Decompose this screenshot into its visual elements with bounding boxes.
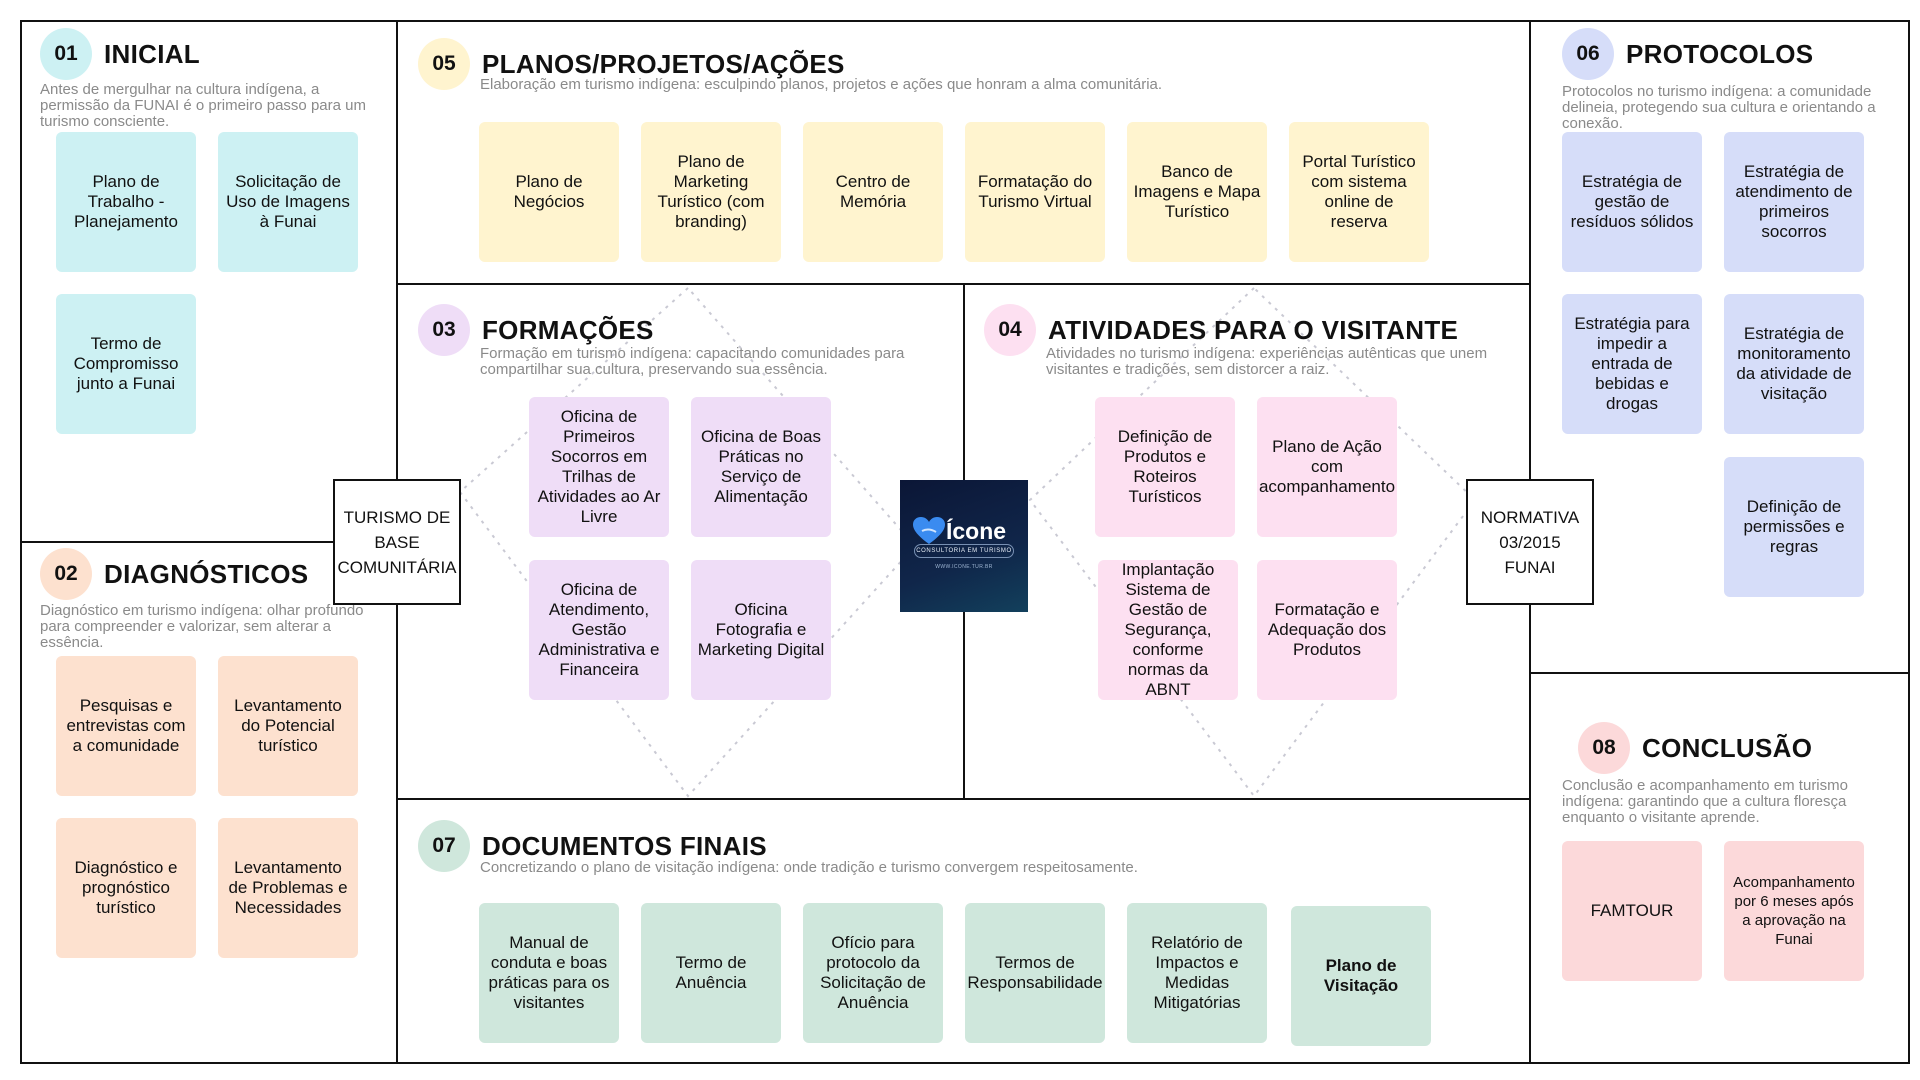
section-planos-header: 05 PLANOS/PROJETOS/AÇÕES [418,38,845,90]
section-conclusao-header: 08 CONCLUSÃO [1578,722,1812,774]
section-atividades-desc: Atividades no turismo indígena: experiên… [1046,345,1488,378]
diamond-left [458,287,917,798]
card-formacoes-2: Oficina de Boas Práticas no Serviço de A… [691,397,831,537]
section-inicial-header: 01 INICIAL [40,28,200,80]
card-documentos-2: Termo de Anuência [641,903,781,1043]
card-formacoes-4: Oficina Fotografia e Marketing Digital [691,560,831,700]
card-protocolos-1: Estratégia de gestão de resíduos sólidos [1562,132,1702,272]
section-title: PROTOCOLOS [1626,38,1814,69]
section-number: 08 [1578,722,1630,774]
section-documentos-desc: Concretizando o plano de visitação indíg… [480,859,1138,876]
card-protocolos-2: Estratégia de atendimento de primeiros s… [1724,132,1864,272]
card-protocolos-3: Estratégia para impedir a entrada de beb… [1562,294,1702,434]
section-number: 03 [418,304,470,356]
section-title: DOCUMENTOS FINAIS [482,830,767,861]
card-inicial-1: Plano de Trabalho - Planejamento [56,132,196,272]
section-atividades-header: 04 ATIVIDADES PARA O VISITANTE [984,304,1458,356]
card-documentos-5: Relatório de Impactos e Medidas Mitigató… [1127,903,1267,1043]
section-protocolos-header: 06 PROTOCOLOS [1562,28,1813,80]
logo-subtitle-pill [914,544,1014,558]
card-conclusao-1: FAMTOUR [1562,841,1702,981]
card-protocolos-5: Definição de permissões e regras [1724,457,1864,597]
card-documentos-1: Manual de conduta e boas práticas para o… [479,903,619,1043]
card-planos-2: Plano de Marketing Turístico (com brandi… [641,122,781,262]
section-title: DIAGNÓSTICOS [104,558,309,589]
divider-top-center [396,283,1531,285]
card-atividades-1: Definição de Produtos e Roteiros Turísti… [1095,397,1235,537]
card-inicial-3: Termo de Compromisso junto a Funai [56,294,196,434]
section-inicial-desc: Antes de mergulhar na cultura indígena, … [40,81,366,130]
card-diagnosticos-4: Levantamento de Problemas e Necessidades [218,818,358,958]
card-atividades-3: Implantação Sistema de Gestão de Seguran… [1098,560,1238,700]
section-diagnosticos-header: 02 DIAGNÓSTICOS [40,548,308,600]
section-number: 02 [40,548,92,600]
card-protocolos-4: Estratégia de monitoramento da atividade… [1724,294,1864,434]
card-planos-1: Plano de Negócios [479,122,619,262]
section-formacoes-header: 03 FORMAÇÕES [418,304,654,356]
logo-name: Ícone [946,518,1007,544]
label-normativa-funai: NORMATIVA 03/2015 FUNAI [1466,479,1594,605]
divider-right-horizontal [1529,672,1910,674]
card-inicial-2: Solicitação de Uso de Imagens à Funai [218,132,358,272]
section-title: ATIVIDADES PARA O VISITANTE [1048,314,1459,345]
section-formacoes-desc: Formação em turismo indígena: capacitand… [480,345,905,378]
section-conclusao-desc: Conclusão e acompanhamento em turismo in… [1562,777,1848,826]
card-diagnosticos-1: Pesquisas e entrevistas com a comunidade [56,656,196,796]
section-title: PLANOS/PROJETOS/AÇÕES [482,48,845,79]
section-documentos-header: 07 DOCUMENTOS FINAIS [418,820,767,872]
card-documentos-4: Termos de Responsabilidade [965,903,1105,1043]
card-planos-4: Formatação do Turismo Virtual [965,122,1105,262]
divider-left-horizontal [20,541,398,543]
section-title: FORMAÇÕES [482,314,654,345]
card-documentos-6: Plano de Visitação [1291,906,1431,1046]
heart-icon [913,517,945,544]
card-formacoes-1: Oficina de Primeiros Socorros em Trilhas… [529,397,669,537]
logo-icone: Ícone CONSULTORIA EM TURISMO WWW.ICONE.T… [900,480,1028,612]
section-number: 07 [418,820,470,872]
divider-bottom-center [396,798,1531,800]
card-planos-6: Portal Turístico com sistema online de r… [1289,122,1429,262]
section-title: CONCLUSÃO [1642,732,1813,763]
logo-url: WWW.ICONE.TUR.BR [935,564,993,570]
card-atividades-2: Plano de Ação com acompanhamento [1257,397,1397,537]
card-formacoes-3: Oficina de Atendimento, Gestão Administr… [529,560,669,700]
card-planos-5: Banco de Imagens e Mapa Turístico [1127,122,1267,262]
card-atividades-4: Formatação e Adequação dos Produtos [1257,560,1397,700]
section-number: 06 [1562,28,1614,80]
logo-subtitle: CONSULTORIA EM TURISMO [916,548,1012,554]
section-number: 01 [40,28,92,80]
card-documentos-3: Ofício para protocolo da Solicitação de … [803,903,943,1043]
section-number: 05 [418,38,470,90]
section-title: INICIAL [104,38,200,69]
section-protocolos-desc: Protocolos no turismo indígena: a comuni… [1562,83,1876,132]
card-diagnosticos-2: Levantamento do Potencial turístico [218,656,358,796]
card-conclusao-2: Acompanhamento por 6 meses após a aprova… [1724,841,1864,981]
section-number: 04 [984,304,1036,356]
section-planos-desc: Elaboração em turismo indígena: esculpin… [480,76,1163,93]
card-planos-3: Centro de Memória [803,122,943,262]
label-turismo-base-comunitaria: TURISMO DE BASE COMUNITÁRIA [333,479,461,605]
card-diagnosticos-3: Diagnóstico e prognóstico turístico [56,818,196,958]
section-diagnosticos-desc: Diagnóstico em turismo indígena: olhar p… [40,602,364,651]
